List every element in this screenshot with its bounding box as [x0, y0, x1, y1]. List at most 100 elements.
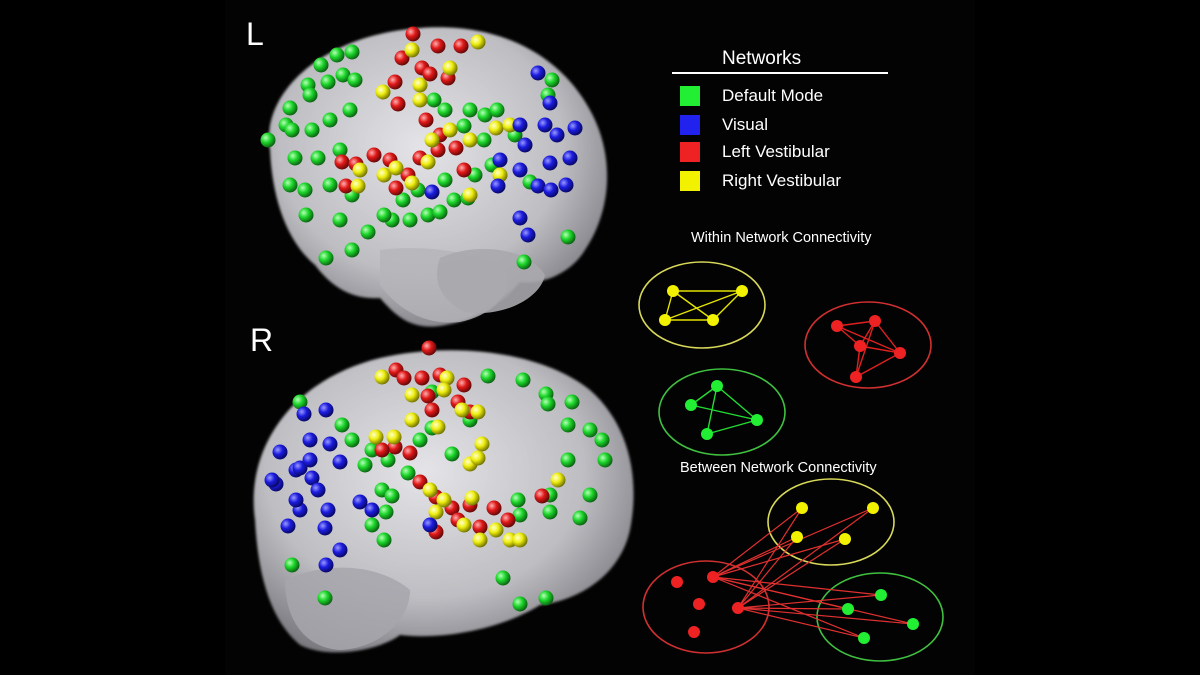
visual-node — [490, 178, 506, 194]
right-vestibular-node — [470, 404, 486, 420]
default-mode-node — [344, 432, 360, 448]
left-hemisphere-nodes — [260, 26, 583, 270]
left-vestibular-node — [420, 388, 436, 404]
within-yellow-cluster — [638, 261, 766, 349]
left-hemisphere-label: L — [246, 16, 264, 52]
right-vestibular-node — [404, 412, 420, 428]
default-mode-node — [302, 87, 318, 103]
left-vestibular-node — [424, 402, 440, 418]
legend-label-visual: Visual — [722, 115, 768, 134]
default-mode-node — [292, 394, 308, 410]
visual-node — [520, 227, 536, 243]
right-vestibular-node — [368, 429, 384, 445]
right-vestibular-node — [386, 429, 402, 445]
default-mode-node — [284, 557, 300, 573]
default-mode-node — [560, 452, 576, 468]
default-mode-node — [282, 100, 298, 116]
default-mode-node — [538, 590, 554, 606]
default-mode-node — [564, 394, 580, 410]
default-mode-node — [376, 207, 392, 223]
default-mode-node — [420, 207, 436, 223]
default-mode-node — [376, 532, 392, 548]
visual-node — [542, 155, 558, 171]
legend-label-left-vestibular: Left Vestibular — [722, 142, 830, 161]
default-mode-node — [597, 452, 613, 468]
legend-swatch-left-vestibular — [680, 142, 700, 162]
right-vestibular-node — [420, 154, 436, 170]
between-green-node — [842, 603, 854, 615]
default-mode-node — [426, 92, 442, 108]
default-mode-node — [332, 212, 348, 228]
right-vestibular-node — [442, 60, 458, 76]
left-vestibular-node — [456, 162, 472, 178]
right-vestibular-node — [424, 132, 440, 148]
left-vestibular-node — [500, 512, 516, 528]
right-vestibular-node — [470, 450, 486, 466]
left-vestibular-node — [405, 26, 421, 42]
legend-label-default-mode: Default Mode — [722, 86, 824, 105]
within-yellow-node — [736, 285, 748, 297]
left-vestibular-node — [418, 112, 434, 128]
default-mode-node — [432, 204, 448, 220]
right-hemisphere-label: R — [250, 322, 274, 358]
default-mode-node — [364, 517, 380, 533]
default-mode-node — [284, 122, 300, 138]
legend-swatch-default-mode — [680, 86, 700, 106]
left-vestibular-node — [412, 474, 428, 490]
right-vestibular-node — [376, 167, 392, 183]
between-red-node — [732, 602, 744, 614]
default-mode-node — [335, 67, 351, 83]
legend-swatch-right-vestibular — [680, 171, 700, 191]
right-vestibular-node — [430, 419, 446, 435]
between-red-node — [693, 598, 705, 610]
right-brain-temporal — [285, 567, 410, 650]
default-mode-node — [322, 177, 338, 193]
right-vestibular-node — [374, 369, 390, 385]
default-mode-node — [287, 150, 303, 166]
between-yellow-node — [867, 502, 879, 514]
between-edges — [712, 507, 914, 639]
default-mode-node — [437, 172, 453, 188]
default-mode-node — [515, 372, 531, 388]
visual-node — [317, 520, 333, 536]
right-vestibular-node — [404, 175, 420, 191]
visual-node — [320, 502, 336, 518]
right-vestibular-node — [442, 122, 458, 138]
right-vestibular-node — [550, 472, 566, 488]
within-yellow-node — [667, 285, 679, 297]
left-vestibular-node — [456, 377, 472, 393]
default-mode-node — [347, 72, 363, 88]
default-mode-node — [378, 504, 394, 520]
default-mode-node — [560, 417, 576, 433]
legend-title: Networks — [722, 48, 802, 69]
right-vestibular-node — [512, 532, 528, 548]
within-yellow-ellipse — [638, 261, 766, 349]
visual-node — [302, 452, 318, 468]
within-red-node — [894, 347, 906, 359]
between-green-node — [875, 589, 887, 601]
default-mode-node — [444, 446, 460, 462]
left-vestibular-node — [448, 140, 464, 156]
legend-item-visual: Visual — [680, 113, 768, 137]
within-yellow-node — [659, 314, 671, 326]
right-vestibular-node — [464, 490, 480, 506]
visual-node — [424, 184, 440, 200]
visual-node — [543, 182, 559, 198]
within-green-node — [685, 399, 697, 411]
within-red-node — [854, 340, 866, 352]
within-red-edges — [836, 320, 901, 378]
default-mode-node — [360, 224, 376, 240]
default-mode-node — [560, 229, 576, 245]
default-mode-node — [342, 102, 358, 118]
between-green-ellipse — [816, 572, 944, 662]
left-vestibular-node — [390, 96, 406, 112]
left-vestibular-node — [394, 50, 410, 66]
visual-node — [517, 137, 533, 153]
visual-node — [318, 402, 334, 418]
visual-node — [562, 150, 578, 166]
right-vestibular-node — [412, 77, 428, 93]
left-vestibular-node — [421, 340, 437, 356]
default-mode-node — [480, 368, 496, 384]
left-vestibular-node — [486, 500, 502, 516]
